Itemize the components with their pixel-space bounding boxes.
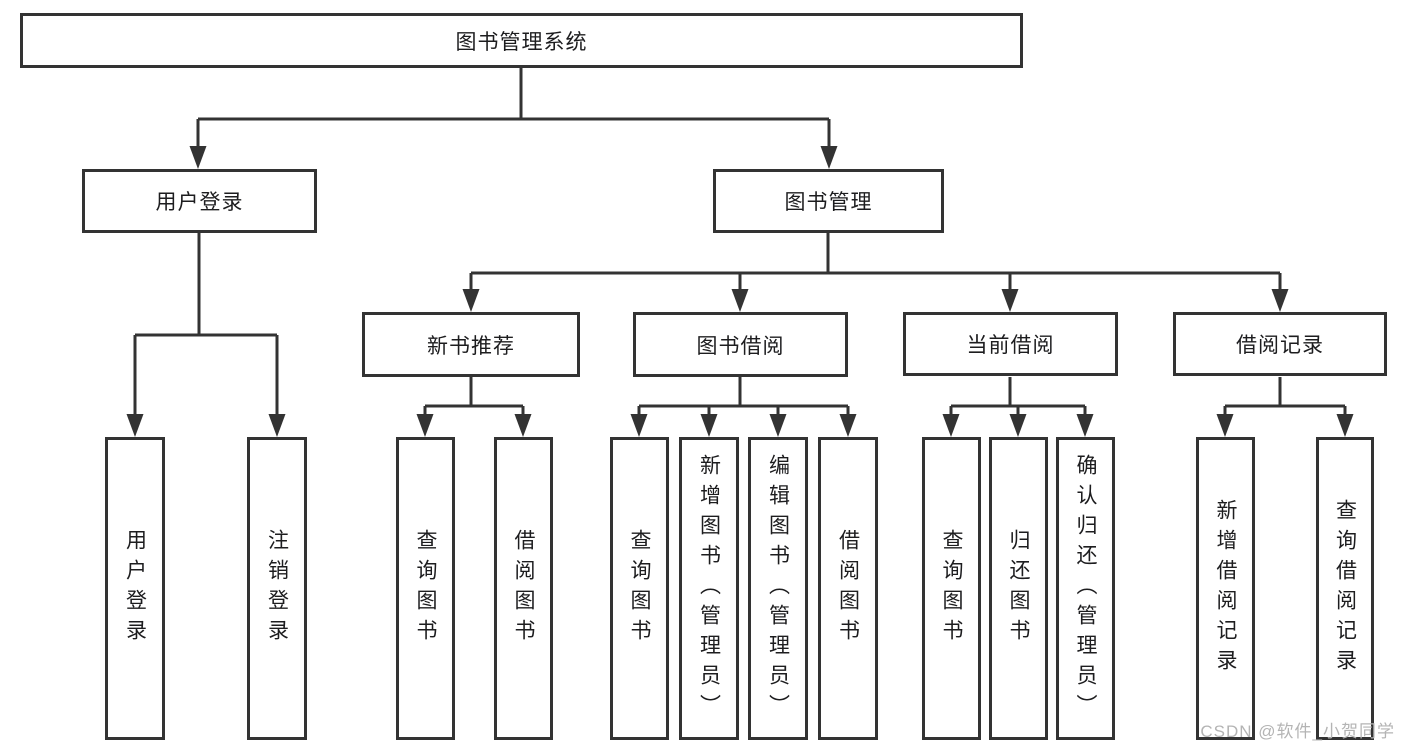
node-user-login: 用户登录 bbox=[82, 169, 317, 233]
node-label: 注销登录 bbox=[265, 528, 289, 649]
node-new-book-recommendation: 新书推荐 bbox=[362, 312, 580, 377]
node-library-management-system: 图书管理系统 bbox=[20, 13, 1023, 68]
node-label: 查询图书 bbox=[940, 528, 963, 649]
node-label: 查询图书 bbox=[628, 528, 651, 649]
node-label: 借阅记录 bbox=[1236, 334, 1324, 357]
node-label: 借阅图书 bbox=[836, 528, 860, 649]
node-label: 新书推荐 bbox=[427, 334, 515, 358]
node-label: 用户登录 bbox=[155, 191, 244, 214]
leaf-query-books-current: 查询图书 bbox=[922, 437, 981, 740]
leaf-user-login: 用户登录 bbox=[105, 437, 165, 740]
node-label: 用户登录 bbox=[123, 528, 147, 649]
node-label: 查询借阅记录 bbox=[1333, 498, 1357, 679]
node-label: 编辑图书（管理员） bbox=[766, 453, 790, 724]
node-label: 确认归还（管理员） bbox=[1074, 453, 1097, 724]
node-label: 图书管理 bbox=[784, 191, 873, 214]
node-label: 查询图书 bbox=[414, 528, 437, 649]
leaf-return-books: 归还图书 bbox=[989, 437, 1048, 740]
node-book-management: 图书管理 bbox=[713, 169, 944, 233]
leaf-query-borrow-record: 查询借阅记录 bbox=[1316, 437, 1374, 740]
node-label: 新增借阅记录 bbox=[1214, 498, 1237, 679]
node-label: 图书管理系统 bbox=[455, 30, 588, 54]
leaf-logout: 注销登录 bbox=[247, 437, 307, 740]
csdn-watermark: CSDN @软件_小贺同学 bbox=[1200, 722, 1395, 741]
node-book-borrowing: 图书借阅 bbox=[633, 312, 848, 377]
node-label: 借阅图书 bbox=[512, 528, 535, 649]
leaf-query-books-recommend: 查询图书 bbox=[396, 437, 455, 740]
node-label: 归还图书 bbox=[1007, 528, 1030, 649]
leaf-add-books-admin: 新增图书（管理员） bbox=[679, 437, 739, 740]
leaf-borrow-books-recommend: 借阅图书 bbox=[494, 437, 553, 740]
arrowheads bbox=[126, 146, 1354, 437]
node-label: 图书借阅 bbox=[696, 334, 785, 358]
leaf-borrow-books: 借阅图书 bbox=[818, 437, 878, 740]
node-current-borrowing: 当前借阅 bbox=[903, 312, 1118, 376]
node-label: 当前借阅 bbox=[966, 334, 1055, 357]
leaf-add-borrow-record: 新增借阅记录 bbox=[1196, 437, 1255, 740]
node-borrowing-records: 借阅记录 bbox=[1173, 312, 1387, 376]
leaf-confirm-return-admin: 确认归还（管理员） bbox=[1056, 437, 1115, 740]
leaf-query-books-borrowing: 查询图书 bbox=[610, 437, 669, 740]
node-label: 新增图书（管理员） bbox=[697, 453, 721, 724]
leaf-edit-books-admin: 编辑图书（管理员） bbox=[748, 437, 808, 740]
